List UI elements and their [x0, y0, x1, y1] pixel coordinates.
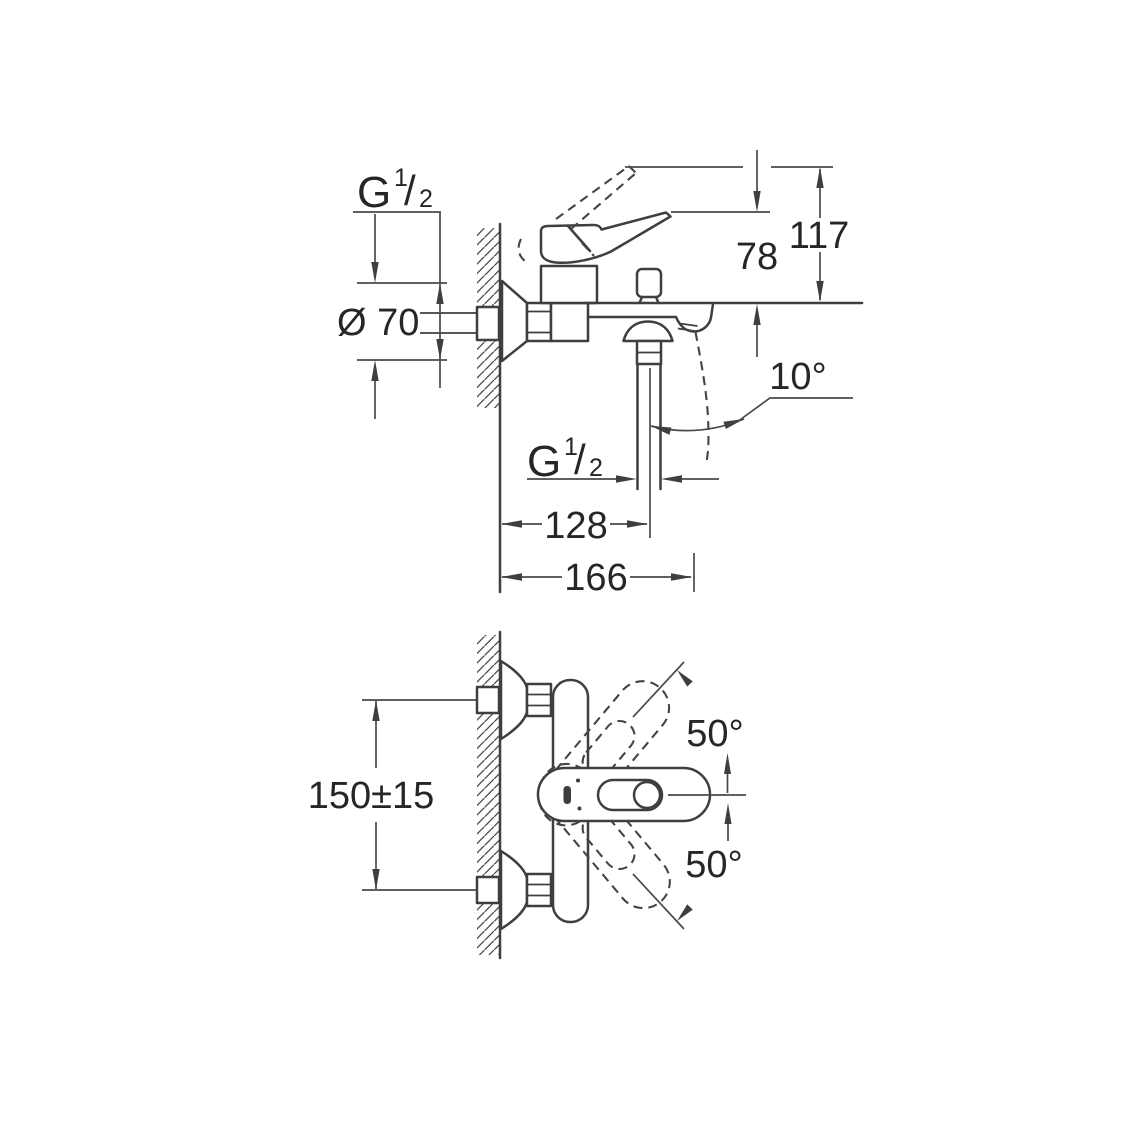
side-view-labels: G 1 / 2 Ø 70 78 117 10° G 1 / 2 128 166	[337, 164, 852, 599]
spout-angle-label: 10°	[769, 356, 826, 398]
wall-section	[477, 222, 502, 594]
arrowhead	[816, 281, 824, 302]
arrowhead	[723, 419, 744, 429]
arrowhead	[616, 475, 637, 483]
union-nut	[525, 682, 553, 718]
wall-section	[477, 630, 502, 960]
diverter-stem	[638, 295, 644, 305]
arrowhead	[724, 753, 731, 774]
plan-view: 150±15 50° 50°	[308, 630, 746, 960]
union-nut	[525, 301, 553, 343]
thread-size-bottom-label-numerator: 1	[564, 433, 578, 461]
angle-radius-line	[632, 873, 685, 930]
height-78-label: 78	[736, 236, 778, 278]
arrowhead	[816, 167, 824, 188]
lever-slot-circle	[632, 780, 662, 810]
escutcheon-cone	[499, 849, 529, 931]
thread-size-bottom-label-slash: /	[574, 436, 586, 483]
dim-escutcheon-diameter	[357, 214, 447, 419]
supply-fitting	[475, 875, 501, 905]
diverter-knob	[635, 267, 663, 299]
angle-radius-line	[632, 661, 685, 718]
arrowhead	[724, 803, 732, 824]
dim-thread-top	[353, 211, 444, 388]
aerator-line	[677, 327, 695, 332]
diverter-stem	[654, 295, 660, 305]
body-block	[549, 301, 590, 343]
union-nut	[525, 872, 553, 908]
thread-size-bottom-label-denominator: 2	[589, 454, 603, 482]
cartridge-housing	[539, 264, 599, 305]
aerator-line	[679, 322, 698, 327]
dashed-lever-arc	[517, 238, 529, 264]
wall-hatch	[477, 635, 500, 955]
supply-fitting	[475, 305, 501, 342]
arrowhead	[671, 573, 692, 581]
thread-size-label-g: G	[357, 168, 391, 217]
escutcheon-cone	[499, 659, 529, 741]
arrowhead	[627, 520, 648, 528]
lever-handle	[539, 211, 672, 265]
dim-spout-angle	[650, 397, 853, 435]
lever-handle-plan	[536, 766, 712, 823]
detail-dot	[576, 778, 580, 783]
plan-view-labels: 150±15 50° 50°	[308, 713, 744, 886]
dim-thread-bottom	[527, 475, 719, 483]
arrowhead	[372, 700, 380, 721]
arrowhead	[501, 520, 522, 528]
thread-size-bottom-label-g: G	[527, 437, 561, 486]
arrowhead	[436, 339, 444, 360]
arrowhead	[372, 869, 380, 890]
connection-spacing-label: 150±15	[308, 775, 435, 817]
dashed-lever-edge	[555, 165, 630, 220]
arrowhead	[677, 670, 693, 687]
thread-size-label-slash: /	[404, 167, 416, 214]
label-mask	[786, 218, 852, 252]
arrowhead	[371, 360, 379, 381]
arrowhead	[753, 191, 761, 212]
thread-size-label-numerator: 1	[394, 164, 408, 192]
leader-line	[736, 397, 853, 423]
projection-166-label: 166	[564, 557, 627, 599]
label-mask	[562, 558, 630, 592]
projection-128-label: 128	[544, 505, 607, 547]
thread-size-label-denominator: 2	[419, 185, 433, 213]
escutcheon-cone	[500, 279, 529, 363]
arrowhead	[436, 283, 444, 304]
arrowhead	[501, 573, 522, 581]
label-mask	[542, 506, 610, 540]
arrowhead	[651, 426, 672, 435]
water-stream-dashed	[694, 331, 710, 465]
arrowhead	[371, 262, 379, 283]
lever-index-mark	[563, 786, 571, 804]
escutcheon-diameter-label: Ø 70	[337, 302, 419, 344]
dashed-lever-tick	[581, 242, 595, 257]
outlet-dome	[622, 320, 674, 343]
dashed-lever-outline	[539, 762, 671, 910]
arrowhead	[753, 304, 761, 325]
side-view: G 1 / 2 Ø 70 78 117 10° G 1 / 2 128 166	[337, 150, 864, 599]
dim-connection-spacing	[362, 699, 478, 891]
height-117-label: 117	[789, 215, 850, 257]
dim-swivel-angles	[632, 661, 746, 930]
arrowhead	[677, 904, 693, 921]
swivel-angle-lower-label: 50°	[685, 844, 742, 886]
supply-fitting	[475, 685, 501, 715]
arrowhead	[661, 475, 682, 483]
detail-dot	[577, 806, 582, 811]
swivel-angle-upper-label: 50°	[686, 713, 743, 755]
